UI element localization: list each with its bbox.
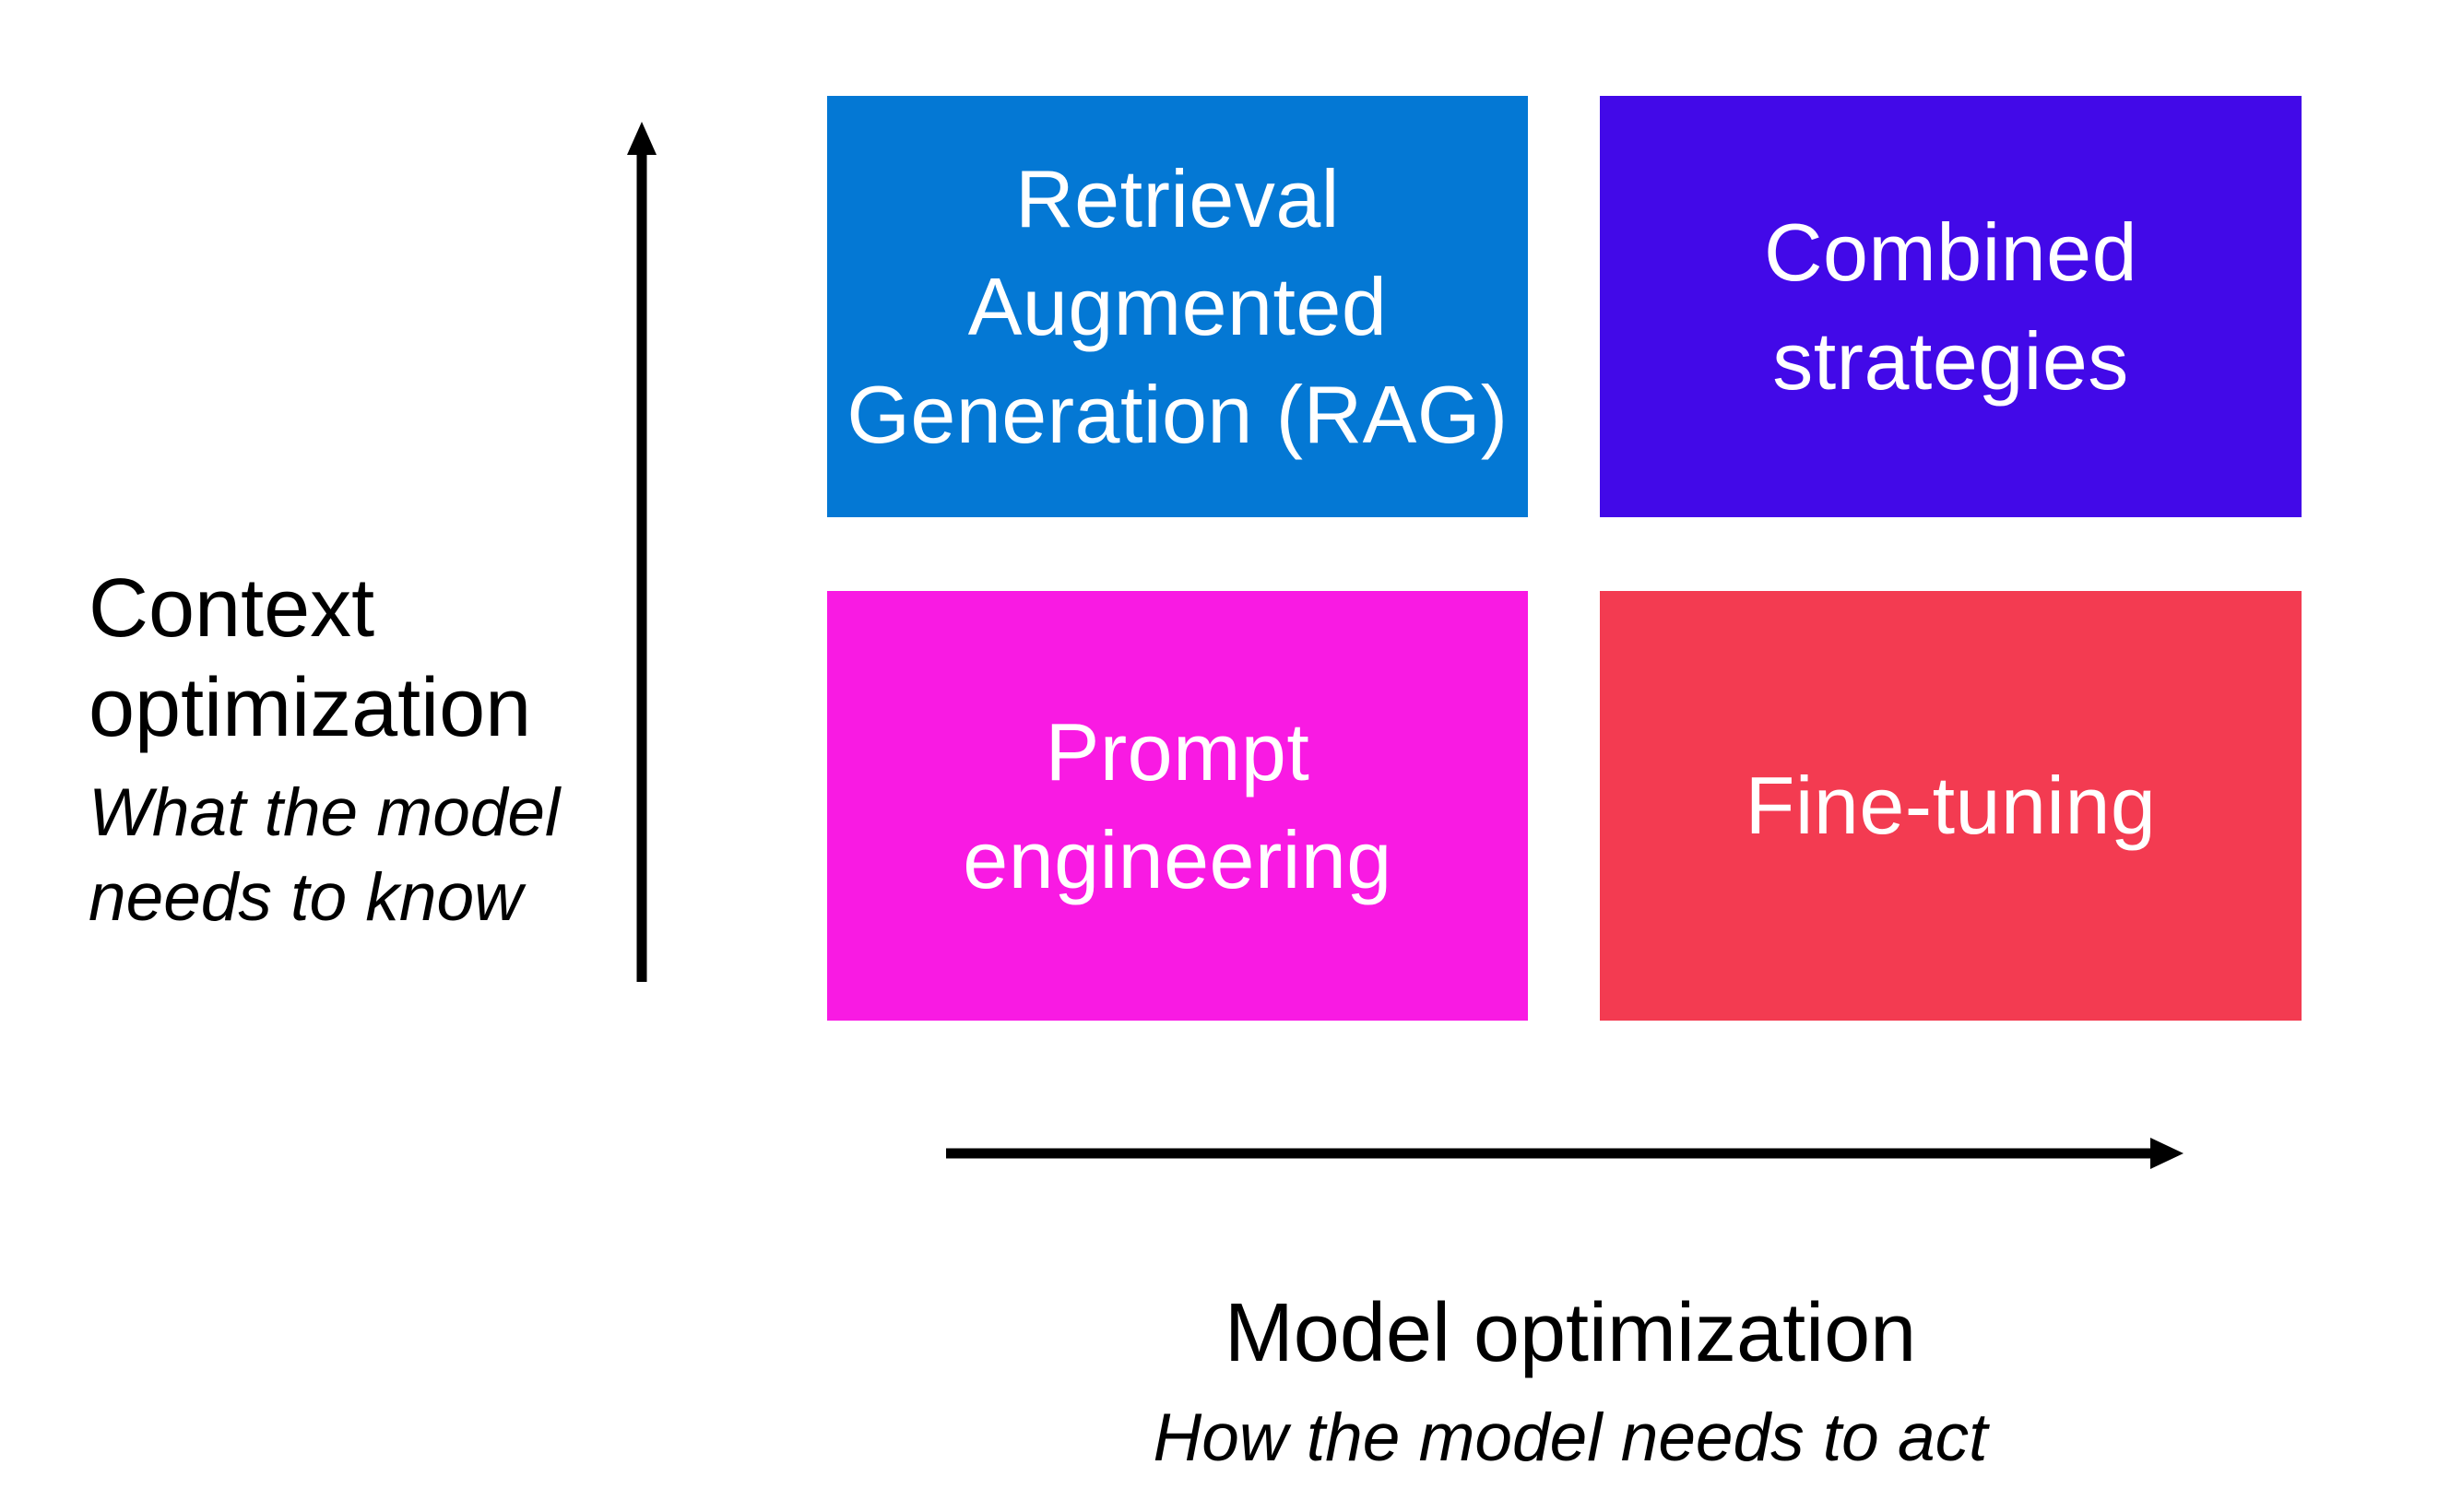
quadrant-fine-tuning: Fine-tuning — [1600, 591, 2302, 1021]
quadrant-prompt-engineering-label: Prompt engineering — [963, 705, 1392, 905]
x-axis-arrowhead-icon — [2150, 1138, 2184, 1169]
y-axis-arrow — [627, 122, 657, 982]
quadrant-combined-strategies-label: Combined strategies — [1763, 207, 2138, 407]
x-axis-label: Model optimization How the model needs t… — [946, 1283, 2195, 1481]
quadrant-rag-label: Retrieval Augmented Generation (RAG) — [846, 152, 1509, 461]
quadrant-prompt-engineering: Prompt engineering — [827, 591, 1528, 1021]
y-axis-title: Context optimization — [89, 562, 532, 754]
y-axis-label: Context optimization What the model need… — [89, 559, 660, 940]
quadrant-combined-strategies: Combined strategies — [1600, 96, 2302, 517]
x-axis-title: Model optimization — [1224, 1287, 1917, 1379]
y-axis-subtitle: What the model needs to know — [89, 775, 561, 935]
quadrant-retrieval-augmented-generation: Retrieval Augmented Generation (RAG) — [827, 96, 1528, 517]
quadrant-fine-tuning-label: Fine-tuning — [1745, 760, 2157, 852]
y-axis-arrowhead-icon — [627, 122, 657, 155]
x-axis-arrow — [946, 1138, 2184, 1169]
x-axis-subtitle: How the model needs to act — [1153, 1400, 1988, 1475]
